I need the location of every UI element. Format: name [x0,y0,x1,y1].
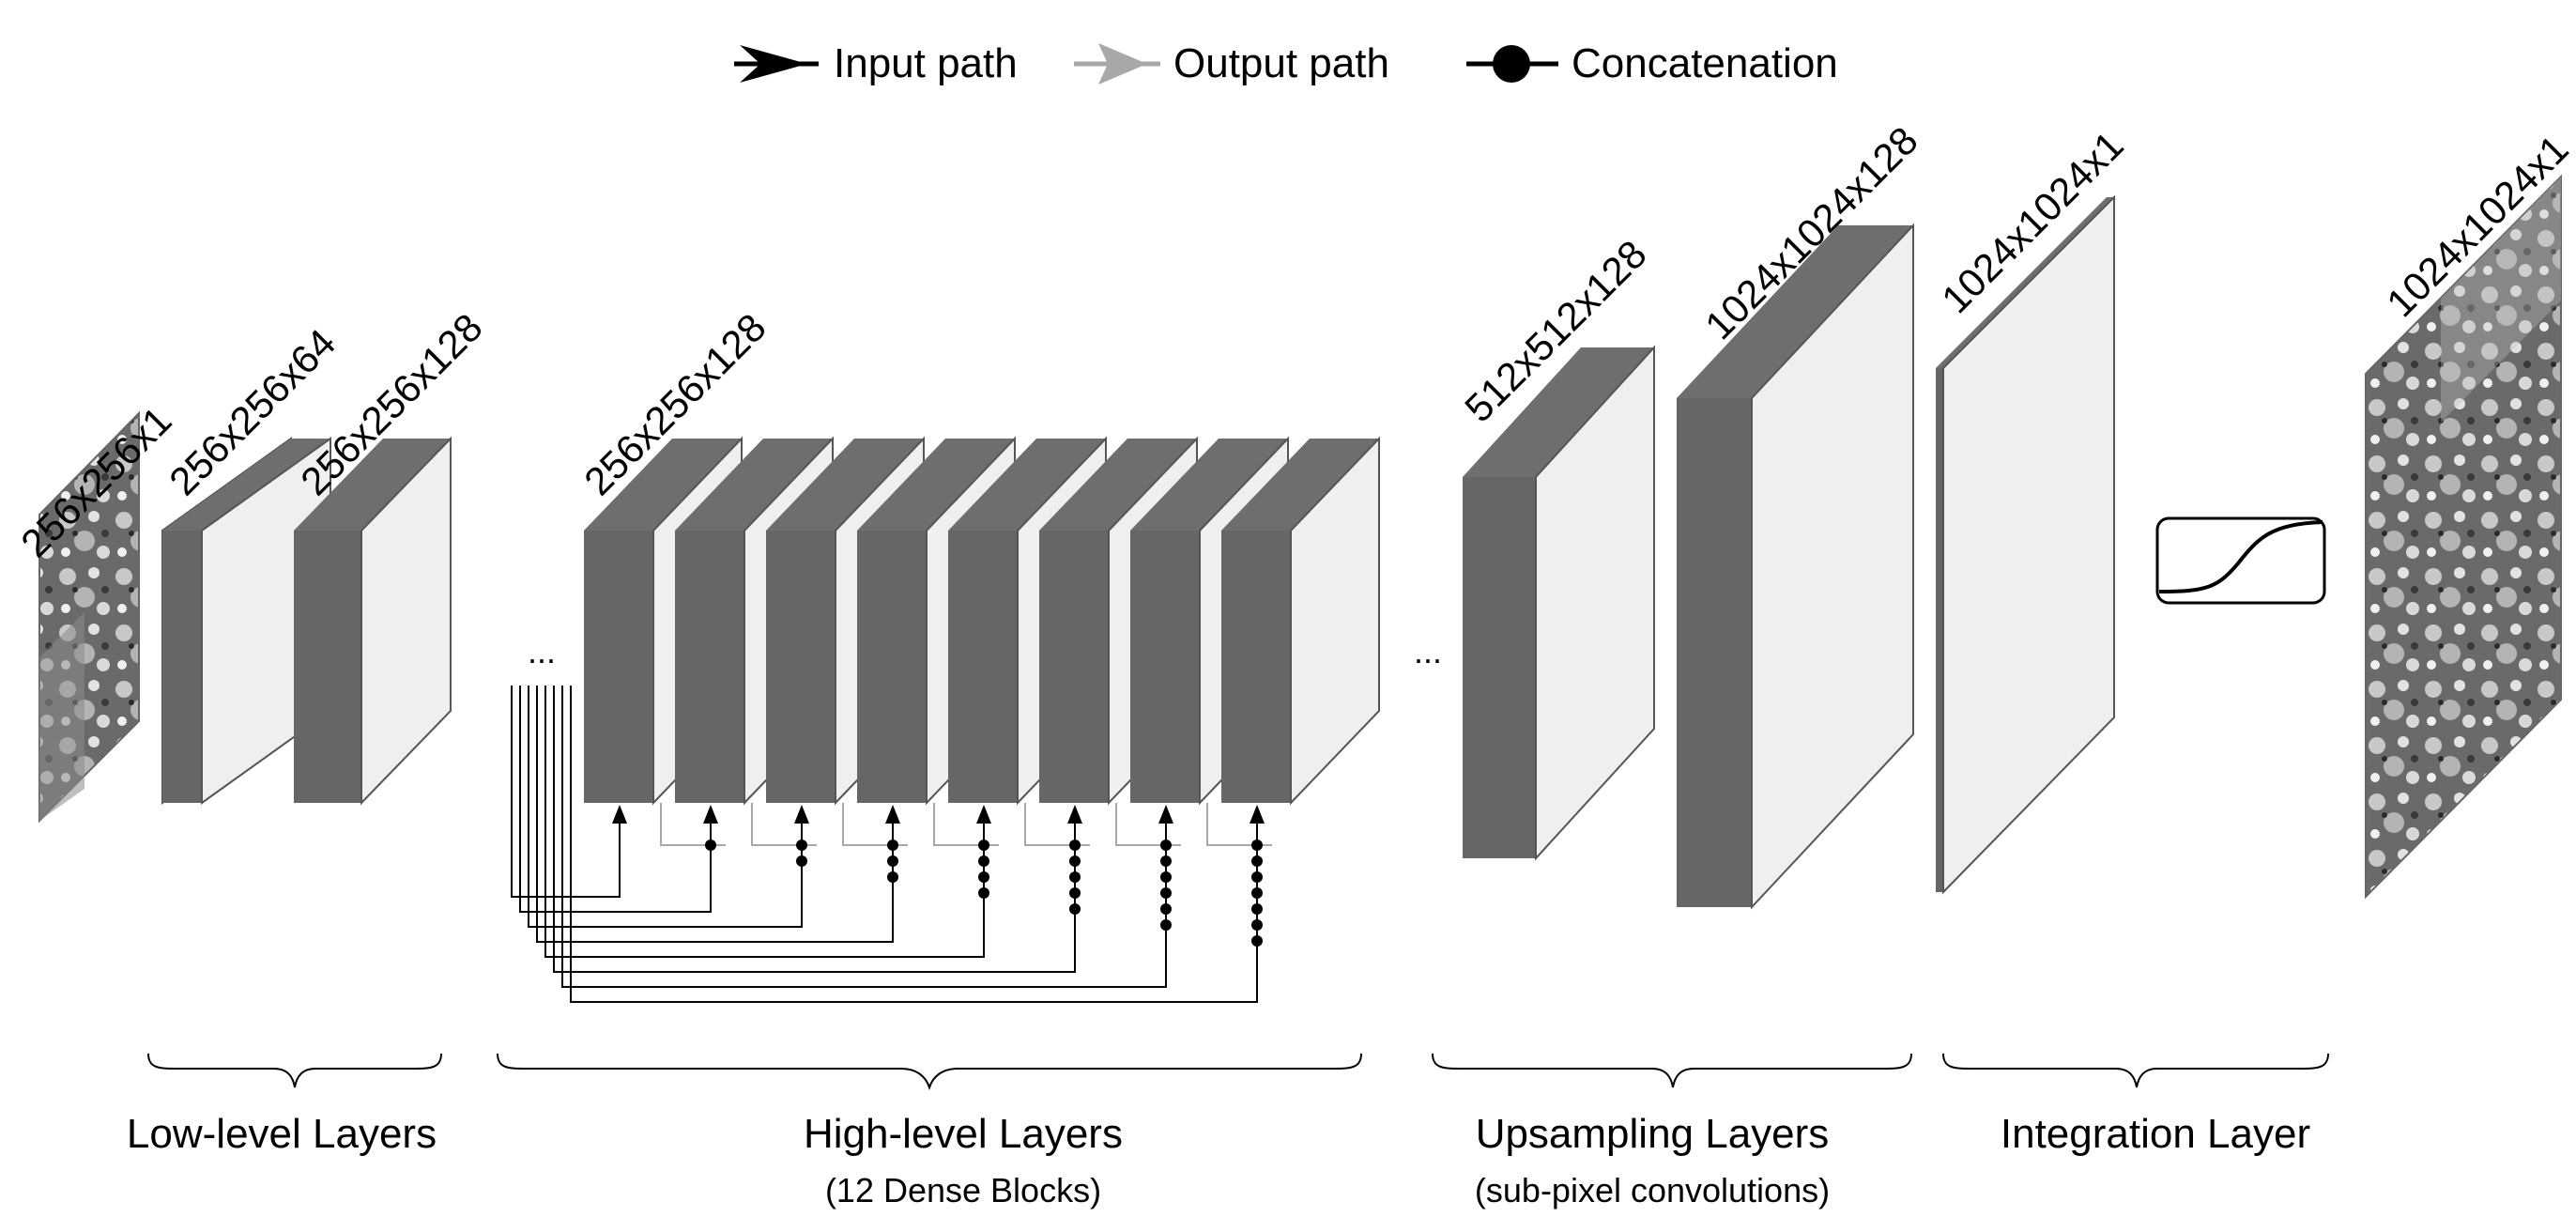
output-path-line [1206,803,1272,846]
concatenation-dot [1069,855,1081,867]
concatenation-dot [1251,887,1263,899]
sigmoid-curve-icon [2155,516,2326,605]
concatenation-dot [1251,840,1263,851]
upsampling-group-label: Upsampling Layers [1476,1111,1830,1157]
concatenation-dot [1069,840,1081,851]
input-image [38,410,140,824]
dense-connections [511,686,1272,1003]
concatenation-dot [978,871,989,883]
concatenation-dot [1069,903,1081,915]
dense-ellipsis: ... [528,632,556,670]
concatenation-dot [796,840,807,851]
concatenation-dot [1160,919,1172,931]
high-level-group-label: High-level Layers [804,1111,1123,1157]
high-level-brace [497,1053,1362,1091]
concatenation-dot [1160,855,1172,867]
concatenation-dot [1160,840,1172,851]
concatenation-dot [705,840,716,851]
upsampling-ellipsis: ... [1414,632,1442,670]
input-arrowhead [794,805,809,824]
input-path-line [561,686,1167,988]
input-path-line [544,686,985,958]
upsampling-brace [1432,1053,1912,1088]
output-path-line [842,803,908,846]
low-level-brace [147,1053,442,1088]
concatenation-dot [1251,855,1263,867]
output-path-line [660,803,726,846]
input-arrowhead [885,805,900,824]
dense-block [1221,436,1380,806]
low-level-group-label: Low-level Layers [127,1111,437,1157]
high-level-group-sublabel: (12 Dense Blocks) [825,1171,1101,1209]
output-path-legend-icon [1074,43,1160,85]
legend: Input path Output path Concatenation [734,40,1838,86]
concatenation-dot [1251,871,1263,883]
input-arrowhead [612,805,627,824]
input-arrowhead [703,805,718,824]
upsampling-group-sublabel: (sub-pixel convolutions) [1475,1171,1830,1209]
concatenation-dot [1160,871,1172,883]
group-braces [147,1053,2329,1091]
output-path-legend-label: Output path [1173,40,1389,86]
concatenation-dot [1251,903,1263,915]
upsampling-block-2 [1677,223,1914,910]
integration-plane [1936,194,2115,895]
concatenation-dot [887,855,898,867]
input-path-legend-label: Input path [834,40,1018,86]
concatenation-dot [1160,903,1172,915]
output-path-line [933,803,999,846]
concatenation-dot [978,855,989,867]
input-arrowhead [1158,805,1173,824]
input-arrowhead [1250,805,1265,824]
input-arrowhead [1067,805,1082,824]
concatenation-dot [887,840,898,851]
input-path-line [519,686,712,913]
integration-group-label: Integration Layer [2001,1111,2310,1157]
concatenation-dot [796,855,807,867]
input-arrowhead [976,805,991,824]
output-path-line [1115,803,1181,846]
input-path-line [528,686,803,928]
dense-block-stack [584,436,1380,806]
input-path-line [511,686,621,898]
output-image [2365,174,2562,900]
concatenation-dot [978,840,989,851]
input-path-legend-icon [734,45,819,83]
concatenation-dot [1251,935,1263,947]
concatenation-dot [1251,919,1263,931]
low-level-block-2 [294,436,452,806]
concatenation-dot [887,871,898,883]
concatenation-dot [1160,887,1172,899]
output-path-line [1024,803,1090,846]
upsampling-block-1 [1463,345,1655,861]
output-path-line [751,803,817,846]
concatenation-legend-icon [1466,45,1558,83]
concatenation-legend-label: Concatenation [1572,40,1838,86]
integration-brace [1942,1053,2329,1088]
concatenation-dot [1069,887,1081,899]
concatenation-dot [1069,871,1081,883]
concatenation-dot [978,887,989,899]
